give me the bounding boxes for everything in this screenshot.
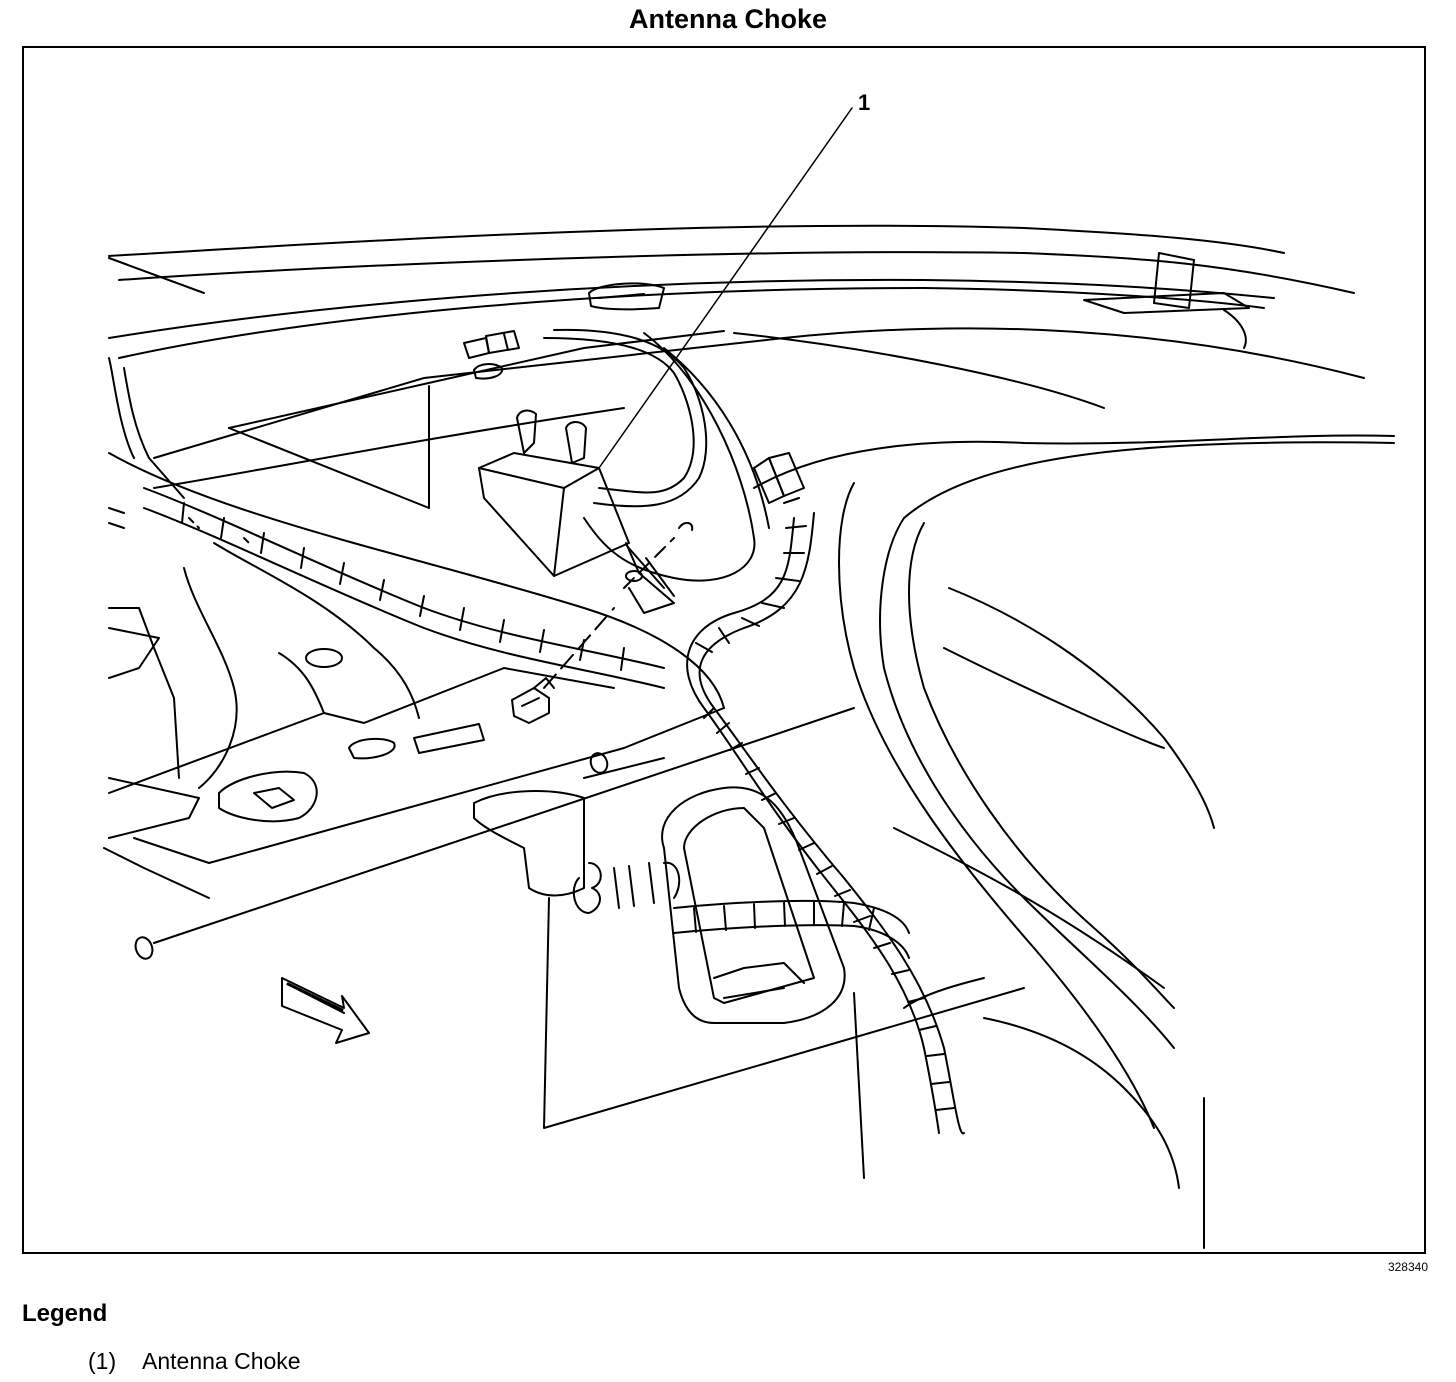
shelf-openings (218, 282, 665, 823)
roof-edge-lines (108, 224, 1355, 359)
mounting-bolt (511, 522, 694, 724)
wiring-harness (143, 452, 965, 1135)
diagram-frame: 1 (22, 46, 1426, 1254)
legend-heading: Legend (22, 1300, 108, 1327)
floor-compartment (103, 707, 1025, 1179)
stamped-mark (572, 861, 681, 914)
antenna-choke-illustration: 1 (103, 90, 1395, 1249)
package-shelf-lines (108, 327, 1395, 864)
antenna-choke-module (478, 328, 708, 614)
figure-id: 328340 (1387, 1260, 1428, 1274)
antenna-connector (463, 330, 520, 359)
legend-item: (1) Antenna Choke (88, 1348, 301, 1375)
trunk-opening-lines (583, 332, 1395, 1249)
callout-label: 1 (858, 90, 870, 115)
legend-item-number: (1) (88, 1348, 117, 1374)
callout-1: 1 (598, 90, 870, 469)
legend-item-label: Antenna Choke (142, 1348, 301, 1374)
direction-arrow (281, 977, 370, 1044)
diagram-title: Antenna Choke (628, 4, 828, 34)
